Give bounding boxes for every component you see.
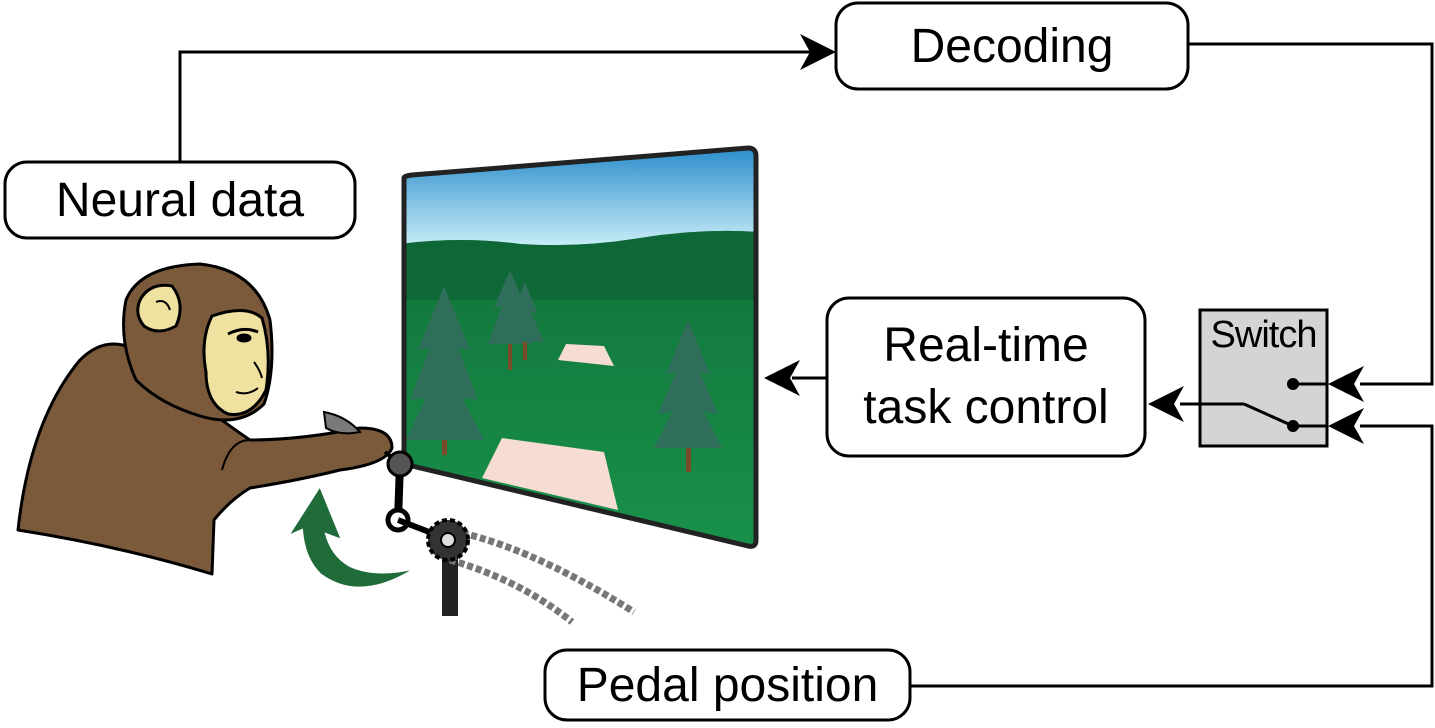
tree bbox=[506, 282, 544, 360]
monkey bbox=[16, 262, 394, 576]
arrowhead-into-screen bbox=[764, 360, 800, 396]
pedal-to-switch-line bbox=[910, 424, 1434, 688]
realtime-task-control-label: Real-time task control bbox=[827, 298, 1145, 456]
realtime-label-line1: Real-time bbox=[883, 319, 1089, 372]
monkey-face bbox=[202, 309, 270, 416]
handle-knob bbox=[322, 410, 362, 435]
arrowhead-into-switch-bottom bbox=[1328, 408, 1364, 444]
arrowhead-into-realtime bbox=[1148, 386, 1184, 422]
monkey-ear bbox=[136, 283, 182, 333]
realtime-task-control-box bbox=[825, 296, 1147, 458]
far-platform bbox=[558, 344, 614, 366]
switch-lever bbox=[1243, 402, 1294, 428]
decoding-label: Decoding bbox=[910, 19, 1114, 73]
tree bbox=[654, 320, 722, 472]
neural-data-box bbox=[3, 160, 357, 240]
monkey-body bbox=[16, 342, 394, 576]
pedal-crank bbox=[285, 410, 636, 625]
switch-label: Switch bbox=[1210, 313, 1318, 356]
decoding-box bbox=[834, 1, 1190, 91]
pedal-stand bbox=[442, 552, 458, 616]
virtual-environment-screen bbox=[401, 145, 759, 549]
crank-joint-top bbox=[386, 450, 414, 478]
pedal-position-box bbox=[543, 648, 912, 722]
sky bbox=[404, 148, 756, 246]
rotation-arrow bbox=[285, 483, 417, 589]
pedal-position-label: Pedal position bbox=[576, 658, 879, 712]
realtime-label-line2: task control bbox=[863, 381, 1109, 434]
arrowheads bbox=[764, 34, 1364, 444]
decoding-to-switch-line bbox=[1188, 42, 1434, 386]
arrowhead-into-decoding bbox=[800, 34, 836, 70]
near-platform bbox=[482, 438, 618, 510]
tree bbox=[406, 286, 484, 455]
switch-box bbox=[1198, 308, 1329, 448]
arrowhead-into-switch-top bbox=[1328, 366, 1364, 402]
connectors bbox=[178, 42, 1434, 688]
neural-to-decoding-line bbox=[178, 50, 810, 162]
neural-data-label: Neural data bbox=[55, 173, 305, 227]
